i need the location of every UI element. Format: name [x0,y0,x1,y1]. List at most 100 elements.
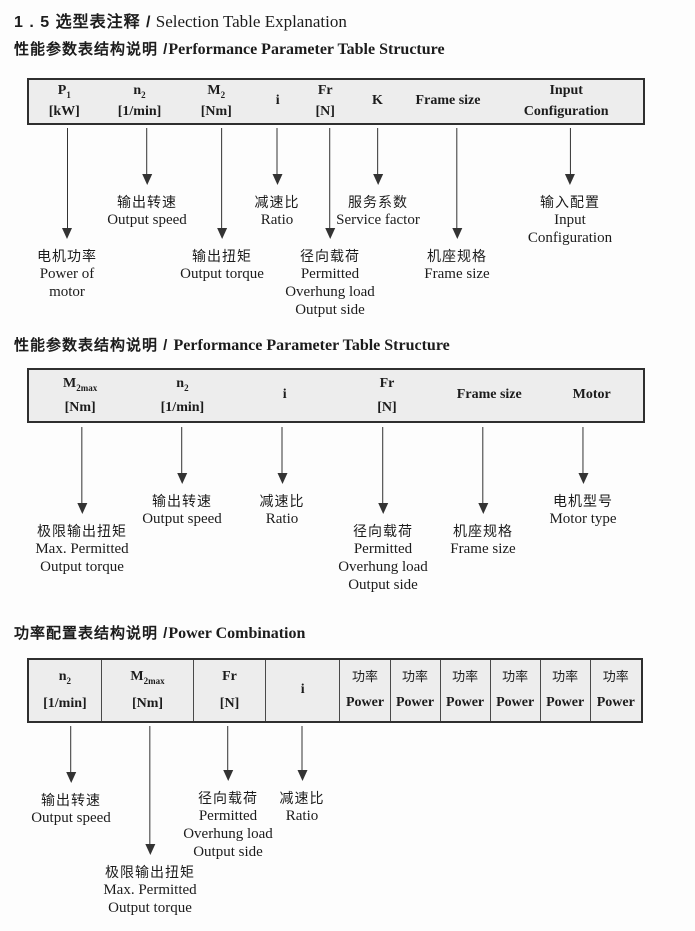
section3-title-zh: 功率配置表结构说明 / [14,625,169,642]
page-title-en: Selection Table Explanation [151,12,347,31]
column-symbol: Frame size [415,92,481,108]
down-arrow-icon [372,128,383,185]
power-label-en: Power [596,695,635,711]
annotation-label-zh: 输出转速 [151,493,212,509]
table3-col-power-4: 功率 Power [491,660,541,721]
down-arrow-icon [297,726,307,781]
power-combination-table: n2 [1/min] M2max [Nm] Fr [N] i 功率 Power … [27,658,643,723]
annotation-power-of-motor: 电机功率 Power of motor [37,128,97,301]
down-arrow-icon [62,128,72,239]
column-symbol: n2 [58,669,72,687]
table3-col-fr: Fr [N] [194,660,266,721]
annotation-label-zh: 电机型号 [552,493,613,509]
annotation-ratio: 减速比 Ratio [260,427,305,528]
annotation-label-en: Permitted Overhung load Output side [338,541,428,593]
down-arrow-icon [451,128,462,239]
annotation-label-zh: 减速比 [279,790,325,806]
table1-col-frame-size: Frame size [407,80,490,123]
annotation-label-zh: 径向载荷 [353,523,413,539]
power-label-en: Power [395,695,435,711]
column-symbol: Fr [379,375,395,391]
annotation-label-en: Max. Permitted Output torque [103,882,197,916]
performance-parameter-table-2: M2max [Nm] n2 [1/min] i Fr [N] Frame siz… [27,368,645,423]
table2-col-i: i [234,370,336,421]
column-unit: [1/min] [43,696,87,712]
table1-col-i: i [253,80,302,123]
annotation-label-en: Frame size [424,266,490,282]
power-label-zh: 功率 [552,669,579,685]
page-title: 1 . 5 选型表注释 / Selection Table Explanatio… [14,8,347,32]
table2-col-frame-size: Frame size [438,370,540,421]
annotation-label-en: Input Configuration [527,212,613,246]
column-symbol: Input [549,83,583,99]
annotation-motor-type: 电机型号 Motor type [549,427,617,528]
annotation-label-en: Max. Permitted Output torque [35,541,129,575]
annotation-ratio: 减速比 Ratio [280,726,325,825]
annotation-label-en: Permitted Overhung load Output side [183,808,273,860]
annotation-overhung-load: 径向载荷 Permitted Overhung load Output side [338,427,428,594]
section2-title: 性能参数表结构说明 / Performance Parameter Table … [14,334,450,355]
annotation-overhung-load: 径向载荷 Permitted Overhung load Output side [285,128,375,319]
annotation-frame-size: 机座规格 Frame size [424,128,490,283]
annotation-label-zh: 输出转速 [116,194,177,210]
down-arrow-icon [577,427,588,484]
annotation-label-en: Permitted Overhung load Output side [285,266,375,318]
section1-title: 性能参数表结构说明 /Performance Parameter Table S… [14,38,445,59]
column-unit: [N] [219,696,240,712]
annotation-label-zh: 机座规格 [452,523,513,539]
table2-col-m2max: M2max [Nm] [29,370,131,421]
section1-title-zh: 性能参数表结构说明 / [14,41,169,58]
column-unit: [Nm] [64,399,96,415]
column-symbol: Frame size [456,386,522,402]
column-symbol: i [282,386,287,402]
column-unit: [N] [315,104,335,120]
down-arrow-icon [378,427,388,514]
down-arrow-icon [277,427,287,484]
annotation-label-zh: 径向载荷 [198,790,258,806]
annotation-label-en: Output speed [107,212,187,228]
annotation-label-zh: 径向载荷 [300,248,360,264]
annotation-overhung-load: 径向载荷 Permitted Overhung load Output side [183,726,273,861]
column-symbol: Fr [317,83,333,99]
down-arrow-icon [325,128,335,239]
down-arrow-icon [141,128,152,185]
table1-col-k: K [348,80,406,123]
down-arrow-icon [65,726,76,783]
column-symbol: M2 [207,83,226,101]
annotation-label-en: Ratio [260,212,294,228]
down-arrow-icon [477,427,488,514]
column-symbol: Fr [222,669,237,685]
power-label-en: Power [446,695,485,711]
column-unit: [N] [377,399,397,415]
table2-col-n2: n2 [1/min] [131,370,233,421]
column-symbol: M2max [63,375,98,393]
power-label-en: Power [546,695,585,711]
column-symbol: n2 [133,83,146,101]
annotation-output-speed: 输出转速 Output speed [107,128,187,229]
page-title-zh: 1 . 5 选型表注释 / [14,14,152,31]
annotation-label-zh: 减速比 [259,493,305,509]
annotation-label-zh: 极限输出扭矩 [104,864,195,880]
column-symbol: i [300,681,305,697]
table3-col-i: i [266,660,341,721]
down-arrow-icon [144,726,155,855]
table3-col-power-3: 功率 Power [441,660,491,721]
column-symbol: M2max [130,669,165,687]
annotation-label-en: Output torque [180,266,264,282]
down-arrow-icon [217,128,227,239]
down-arrow-icon [272,128,282,185]
annotation-label-zh: 输出转速 [40,792,101,808]
annotation-service-factor: 服务系数 Service factor [336,128,420,229]
power-label-en: Power [345,695,385,711]
power-label-en: Power [496,695,535,711]
annotation-label-zh: 机座规格 [426,248,487,264]
annotation-label-zh: 输入配置 [540,194,600,210]
annotation-label-en: Ratio [265,511,299,527]
annotation-label-en: Frame size [450,541,516,557]
table3-col-power-6: 功率 Power [591,660,641,721]
table3-col-n2: n2 [1/min] [29,660,102,721]
table2-col-motor: Motor [540,370,643,421]
column-symbol: i [275,92,280,108]
annotation-output-speed: 输出转速 Output speed [142,427,222,528]
annotation-input-configuration: 输入配置 Input Configuration [528,128,612,247]
